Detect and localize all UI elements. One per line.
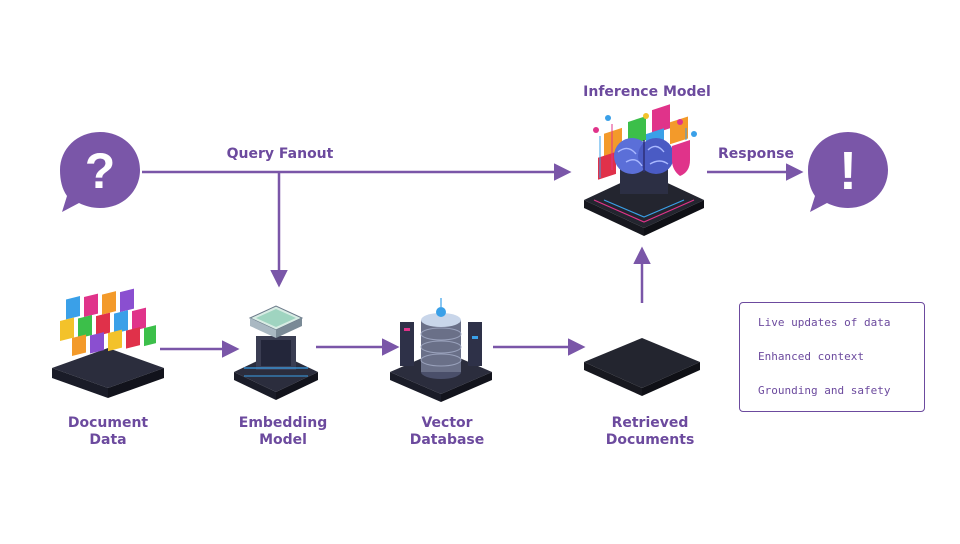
database-server-icon (390, 298, 492, 402)
document-data-label: Document Data (67, 415, 149, 448)
retrieved-documents-label: Retrieved Documents (605, 415, 695, 448)
question-glyph: ? (85, 143, 116, 199)
document-folders-icon (52, 288, 164, 398)
question-bubble-icon: ? (60, 132, 140, 212)
query-fanout-label: Query Fanout (226, 146, 334, 162)
benefits-box: Live updates of data Enhanced context Gr… (739, 302, 925, 412)
exclamation-glyph: ! (839, 141, 857, 201)
embedding-chip-icon (234, 305, 318, 400)
vector-database-label: Vector Database (409, 415, 485, 448)
benefit-item: Live updates of data (758, 316, 891, 329)
benefit-item: Grounding and safety (758, 384, 891, 397)
benefit-item: Enhanced context (758, 350, 864, 363)
brain-chip-icon (584, 113, 704, 236)
exclamation-bubble-icon: ! (808, 132, 888, 212)
embedding-model-label: Embedding Model (238, 415, 328, 448)
inference-model-label: Inference Model (583, 84, 711, 100)
response-label: Response (717, 146, 795, 162)
connectors (142, 163, 804, 358)
